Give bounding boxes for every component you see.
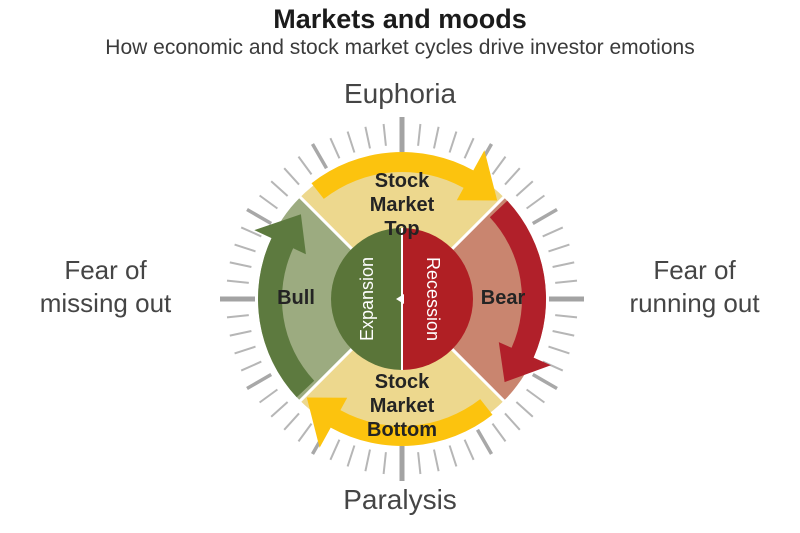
quadrant-label-stock-market-bottom: Stock Market Bottom <box>367 371 437 441</box>
tick-minor <box>417 452 422 475</box>
tick-minor <box>229 261 252 268</box>
tick-minor <box>448 445 458 467</box>
bear-recession-arrow <box>489 200 551 383</box>
tick-minor <box>329 137 341 159</box>
mood-label-euphoria: Euphoria <box>343 78 457 109</box>
bull-expansion-arrow <box>254 214 315 398</box>
quadrant-gap-line <box>447 344 509 406</box>
tick-minor <box>297 423 313 442</box>
tick-hour <box>531 207 558 226</box>
tick-minor <box>259 194 278 210</box>
tick-minor <box>346 445 356 467</box>
tick-minor <box>542 226 564 238</box>
tick-minor <box>448 131 458 153</box>
expansion-half-circle <box>331 228 402 370</box>
mood-label-fear-of-missing-out: Fear of missing out <box>39 255 172 318</box>
tick-minor <box>515 180 534 197</box>
tick-minor <box>504 167 521 186</box>
mood-label-paralysis: Paralysis <box>343 484 457 515</box>
tick-minor <box>548 345 570 355</box>
quadrant-label-bull: Bull <box>277 287 315 309</box>
tick-minor <box>229 330 252 337</box>
tick-hour <box>310 143 329 170</box>
tick-minor <box>463 439 475 461</box>
center-marker-icon <box>396 294 404 304</box>
tick-minor <box>226 279 249 284</box>
tick-minor <box>526 388 545 404</box>
quadrant-label-stock-market-top: Stock Market Top <box>369 170 435 240</box>
tick-hour <box>475 428 494 455</box>
tick-minor <box>552 261 575 268</box>
tick-minor <box>417 123 422 146</box>
tick-minor <box>270 180 289 197</box>
tick-minor <box>283 167 300 186</box>
quadrant-stock-market-top <box>300 155 504 299</box>
tick-minor <box>382 123 387 146</box>
tick-minor <box>364 126 371 149</box>
tick-minor <box>234 243 256 253</box>
tick-hour <box>531 372 558 391</box>
center-circle <box>331 228 473 370</box>
tick-minor <box>283 412 300 431</box>
tick-minor <box>552 330 575 337</box>
tick-minor <box>297 156 313 175</box>
mood-label-fear-of-running-out: Fear of running out <box>629 255 760 318</box>
tick-minor <box>555 314 578 319</box>
tick-minor <box>555 279 578 284</box>
tick-minor <box>364 449 371 472</box>
tick-minor <box>463 137 475 159</box>
center-label-recession: Recession <box>423 256 443 342</box>
center-label-expansion: Expansion <box>357 256 377 342</box>
tick-minor <box>515 401 534 418</box>
tick-minor <box>234 345 256 355</box>
page-subtitle: How economic and stock market cycles dri… <box>105 36 695 59</box>
tick-minor <box>382 452 387 475</box>
tick-minor <box>329 439 341 461</box>
tick-minor <box>433 126 440 149</box>
tick-minor <box>542 360 564 372</box>
recession-half-circle <box>402 228 473 370</box>
quadrant-gap-line <box>295 192 357 254</box>
tick-minor <box>526 194 545 210</box>
tick-minor <box>491 423 507 442</box>
euphoria-top-arrow <box>311 150 498 201</box>
page-title: Markets and moods <box>273 4 527 34</box>
tick-hour <box>246 207 273 226</box>
tick-minor <box>346 131 356 153</box>
tick-minor <box>270 401 289 418</box>
tick-minor <box>491 156 507 175</box>
tick-minor <box>548 243 570 253</box>
quadrant-label-bear: Bear <box>480 287 526 309</box>
tick-minor <box>240 360 262 372</box>
tick-minor <box>259 388 278 404</box>
quadrant-stock-market-bottom <box>300 299 504 443</box>
quadrant-separators <box>295 192 509 406</box>
tick-minor <box>433 449 440 472</box>
cycle-arrows <box>254 150 551 448</box>
tick-hour <box>246 372 273 391</box>
tick-minor <box>240 226 262 238</box>
quadrant-gap-line <box>447 192 509 254</box>
tick-minor <box>504 412 521 431</box>
tick-minor <box>226 314 249 319</box>
quadrant-gap-line <box>295 344 357 406</box>
paralysis-bottom-arrow <box>306 397 493 448</box>
